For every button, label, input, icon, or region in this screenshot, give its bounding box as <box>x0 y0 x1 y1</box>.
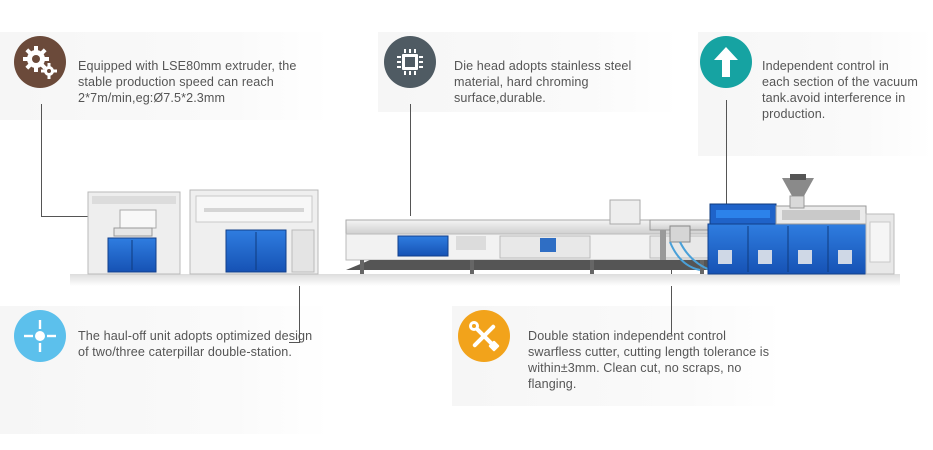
gears-icon <box>14 36 66 88</box>
leader-line-vacuum-tank <box>726 100 727 206</box>
feature-text-haul-off: The haul-off unit adopts optimized desig… <box>78 329 313 359</box>
tools-icon <box>458 310 510 362</box>
feature-text-extruder: Equipped with LSE80mm extruder, the stab… <box>78 59 297 105</box>
crosshair-icon <box>14 310 66 362</box>
feature-text-die-head: Die head adopts stainless steel material… <box>454 59 632 105</box>
chip-icon <box>384 36 436 88</box>
pipe-extrusion-line-illustration <box>70 174 900 286</box>
arrow-up-icon <box>700 36 752 88</box>
feature-text-cutter: Double station independent control swarf… <box>528 329 770 391</box>
leader-line-extruder <box>41 104 112 217</box>
feature-text-vacuum-tank: Independent control in each section of t… <box>762 59 918 121</box>
feature-panel-cutter <box>452 306 782 406</box>
leader-line-die-head <box>410 104 411 216</box>
